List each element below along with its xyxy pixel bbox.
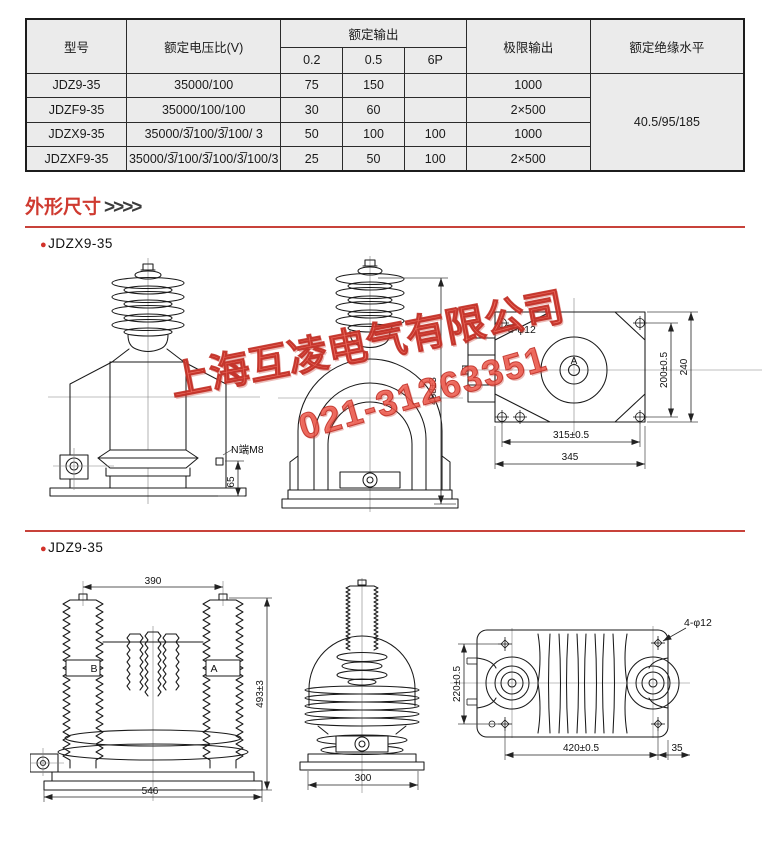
jdzx935-front-view-drawing: N端M8 65 <box>48 258 263 504</box>
jdzx935-top-view-drawing: 4-φ12 200±0.5 240 315±0.5 345 A <box>462 298 762 469</box>
cell-ratio: 35000/3̅/100/3̅/100/ 3 <box>126 121 282 147</box>
header-class-6p: 6P <box>403 46 467 74</box>
cell-output-6p: 100 <box>403 146 467 172</box>
cell-output-05: 60 <box>342 97 405 123</box>
dim-label-420: 420±0.5 <box>563 743 600 754</box>
dim-label-300: 300 <box>355 773 372 784</box>
table-row: JDZF9-35 35000/100/100 30 60 2×500 <box>25 97 744 123</box>
dim-label-35: 35 <box>671 743 683 754</box>
cell-ratio: 35000/3̅/100/3̅/100/3̅/100/3 <box>126 146 282 172</box>
spec-table: 型号 额定电压比(V) 额定输出 极限输出 额定绝缘水平 0.2 0.5 6P … <box>25 18 745 172</box>
cell-model: JDZF9-35 <box>25 97 128 123</box>
header-rated-output: 额定输出 <box>280 18 467 48</box>
header-class-0-2: 0.2 <box>280 46 344 74</box>
chevrons-icon: >>>> <box>104 197 142 218</box>
dim-label-200: 200±0.5 <box>659 352 670 389</box>
model-heading-label: JDZX9-35 <box>48 236 113 251</box>
header-voltage-ratio: 额定电压比(V) <box>126 18 282 74</box>
dim-label-n-terminal: N端M8 <box>231 443 263 456</box>
cell-model: JDZX9-35 <box>25 121 128 147</box>
table-row: JDZ9-35 35000/100 75 150 1000 40.5/95/18… <box>25 72 745 172</box>
cell-limit: 2×500 <box>465 97 591 123</box>
model-heading-label: JDZ9-35 <box>48 540 104 555</box>
jdzx935-top-outline <box>462 311 646 423</box>
cell-limit: 1000 <box>465 121 591 147</box>
jdzx935-top-holes <box>495 316 647 424</box>
cell-ratio: 35000/100/100 <box>126 97 282 123</box>
dim-label-holes: 4-φ12 <box>684 617 712 629</box>
header-class-0-5: 0.5 <box>342 46 405 74</box>
jdzx935-side-view-drawing: 488±3 <box>278 256 463 512</box>
header-limit-output: 极限输出 <box>465 18 591 74</box>
model-heading-jdzx9-35: ●JDZX9-35 <box>40 236 113 251</box>
cell-limit: 2×500 <box>465 146 591 172</box>
model-heading-jdz9-35: ●JDZ9-35 <box>40 540 103 555</box>
section-header: 外形尺寸>>>> <box>25 192 142 219</box>
cell-output-6p <box>403 97 467 123</box>
cell-output-02: 75 <box>280 72 344 98</box>
table-row: JDZX9-35 35000/3̅/100/3̅/100/ 3 50 100 1… <box>25 121 744 147</box>
cell-output-05: 50 <box>342 146 405 172</box>
dim-label-220: 220±0.5 <box>452 666 463 703</box>
jdzx935-side-outline <box>281 259 459 509</box>
dim-label-390: 390 <box>145 576 162 587</box>
dim-label-546: 546 <box>142 786 159 797</box>
jdz935-top-outline <box>476 629 680 738</box>
jdzx935-side-dims: 488±3 <box>378 277 456 505</box>
cell-output-6p <box>403 72 467 98</box>
table-row: JDZXF9-35 35000/3̅/100/3̅/100/3̅/100/3 2… <box>25 146 744 172</box>
jdz935-top-dims: 4-φ12 220±0.5 420±0.5 35 <box>452 617 712 760</box>
terminal-label-b: B <box>90 663 97 675</box>
cell-output-05: 150 <box>342 72 405 98</box>
jdz935-front-outline <box>30 593 263 791</box>
jdz935-top-view-drawing: 4-φ12 220±0.5 420±0.5 35 <box>450 617 712 760</box>
dim-label-345: 345 <box>562 452 579 463</box>
cell-insulation-value: 40.5/95/185 <box>589 72 745 172</box>
dim-label-315: 315±0.5 <box>553 430 590 441</box>
bullet-icon: ● <box>40 239 48 251</box>
terminal-label-a: A <box>210 663 217 675</box>
cell-ratio: 35000/100 <box>126 72 282 98</box>
dim-label-240: 240 <box>679 358 690 375</box>
section-divider <box>25 530 745 532</box>
bullet-icon: ● <box>40 543 48 555</box>
jdz935-side-dims: 300 <box>307 771 419 790</box>
jdz935-side-view-drawing: 300 <box>299 578 425 793</box>
cell-model: JDZ9-35 <box>25 72 128 98</box>
header-insulation-level: 额定绝缘水平 <box>589 18 745 74</box>
cell-model: JDZXF9-35 <box>25 146 128 172</box>
dim-label-holes: 4-φ12 <box>508 324 536 336</box>
cell-output-6p: 100 <box>403 121 467 147</box>
dim-label-493: 493±3 <box>255 680 266 708</box>
cell-output-02: 50 <box>280 121 344 147</box>
jdz935-side-outline <box>299 579 425 771</box>
jdzx935-front-dims: N端M8 65 <box>218 443 263 497</box>
section-divider <box>25 226 745 228</box>
center-label-a: A <box>571 356 578 367</box>
cell-limit: 1000 <box>465 72 591 98</box>
jdzx935-top-dims: 4-φ12 200±0.5 240 315±0.5 345 A <box>494 311 698 469</box>
dim-label-65: 65 <box>226 476 237 488</box>
jdz935-front-dims: 390 B A 546 493±3 <box>43 576 272 802</box>
dim-label-488: 488±3 <box>428 377 439 405</box>
jdz935-front-view-drawing: 390 B A 546 493±3 <box>30 576 272 802</box>
cell-output-05: 100 <box>342 121 405 147</box>
cell-output-02: 30 <box>280 97 344 123</box>
section-title: 外形尺寸 <box>25 197 102 218</box>
cell-output-02: 25 <box>280 146 344 172</box>
header-model: 型号 <box>25 18 128 74</box>
